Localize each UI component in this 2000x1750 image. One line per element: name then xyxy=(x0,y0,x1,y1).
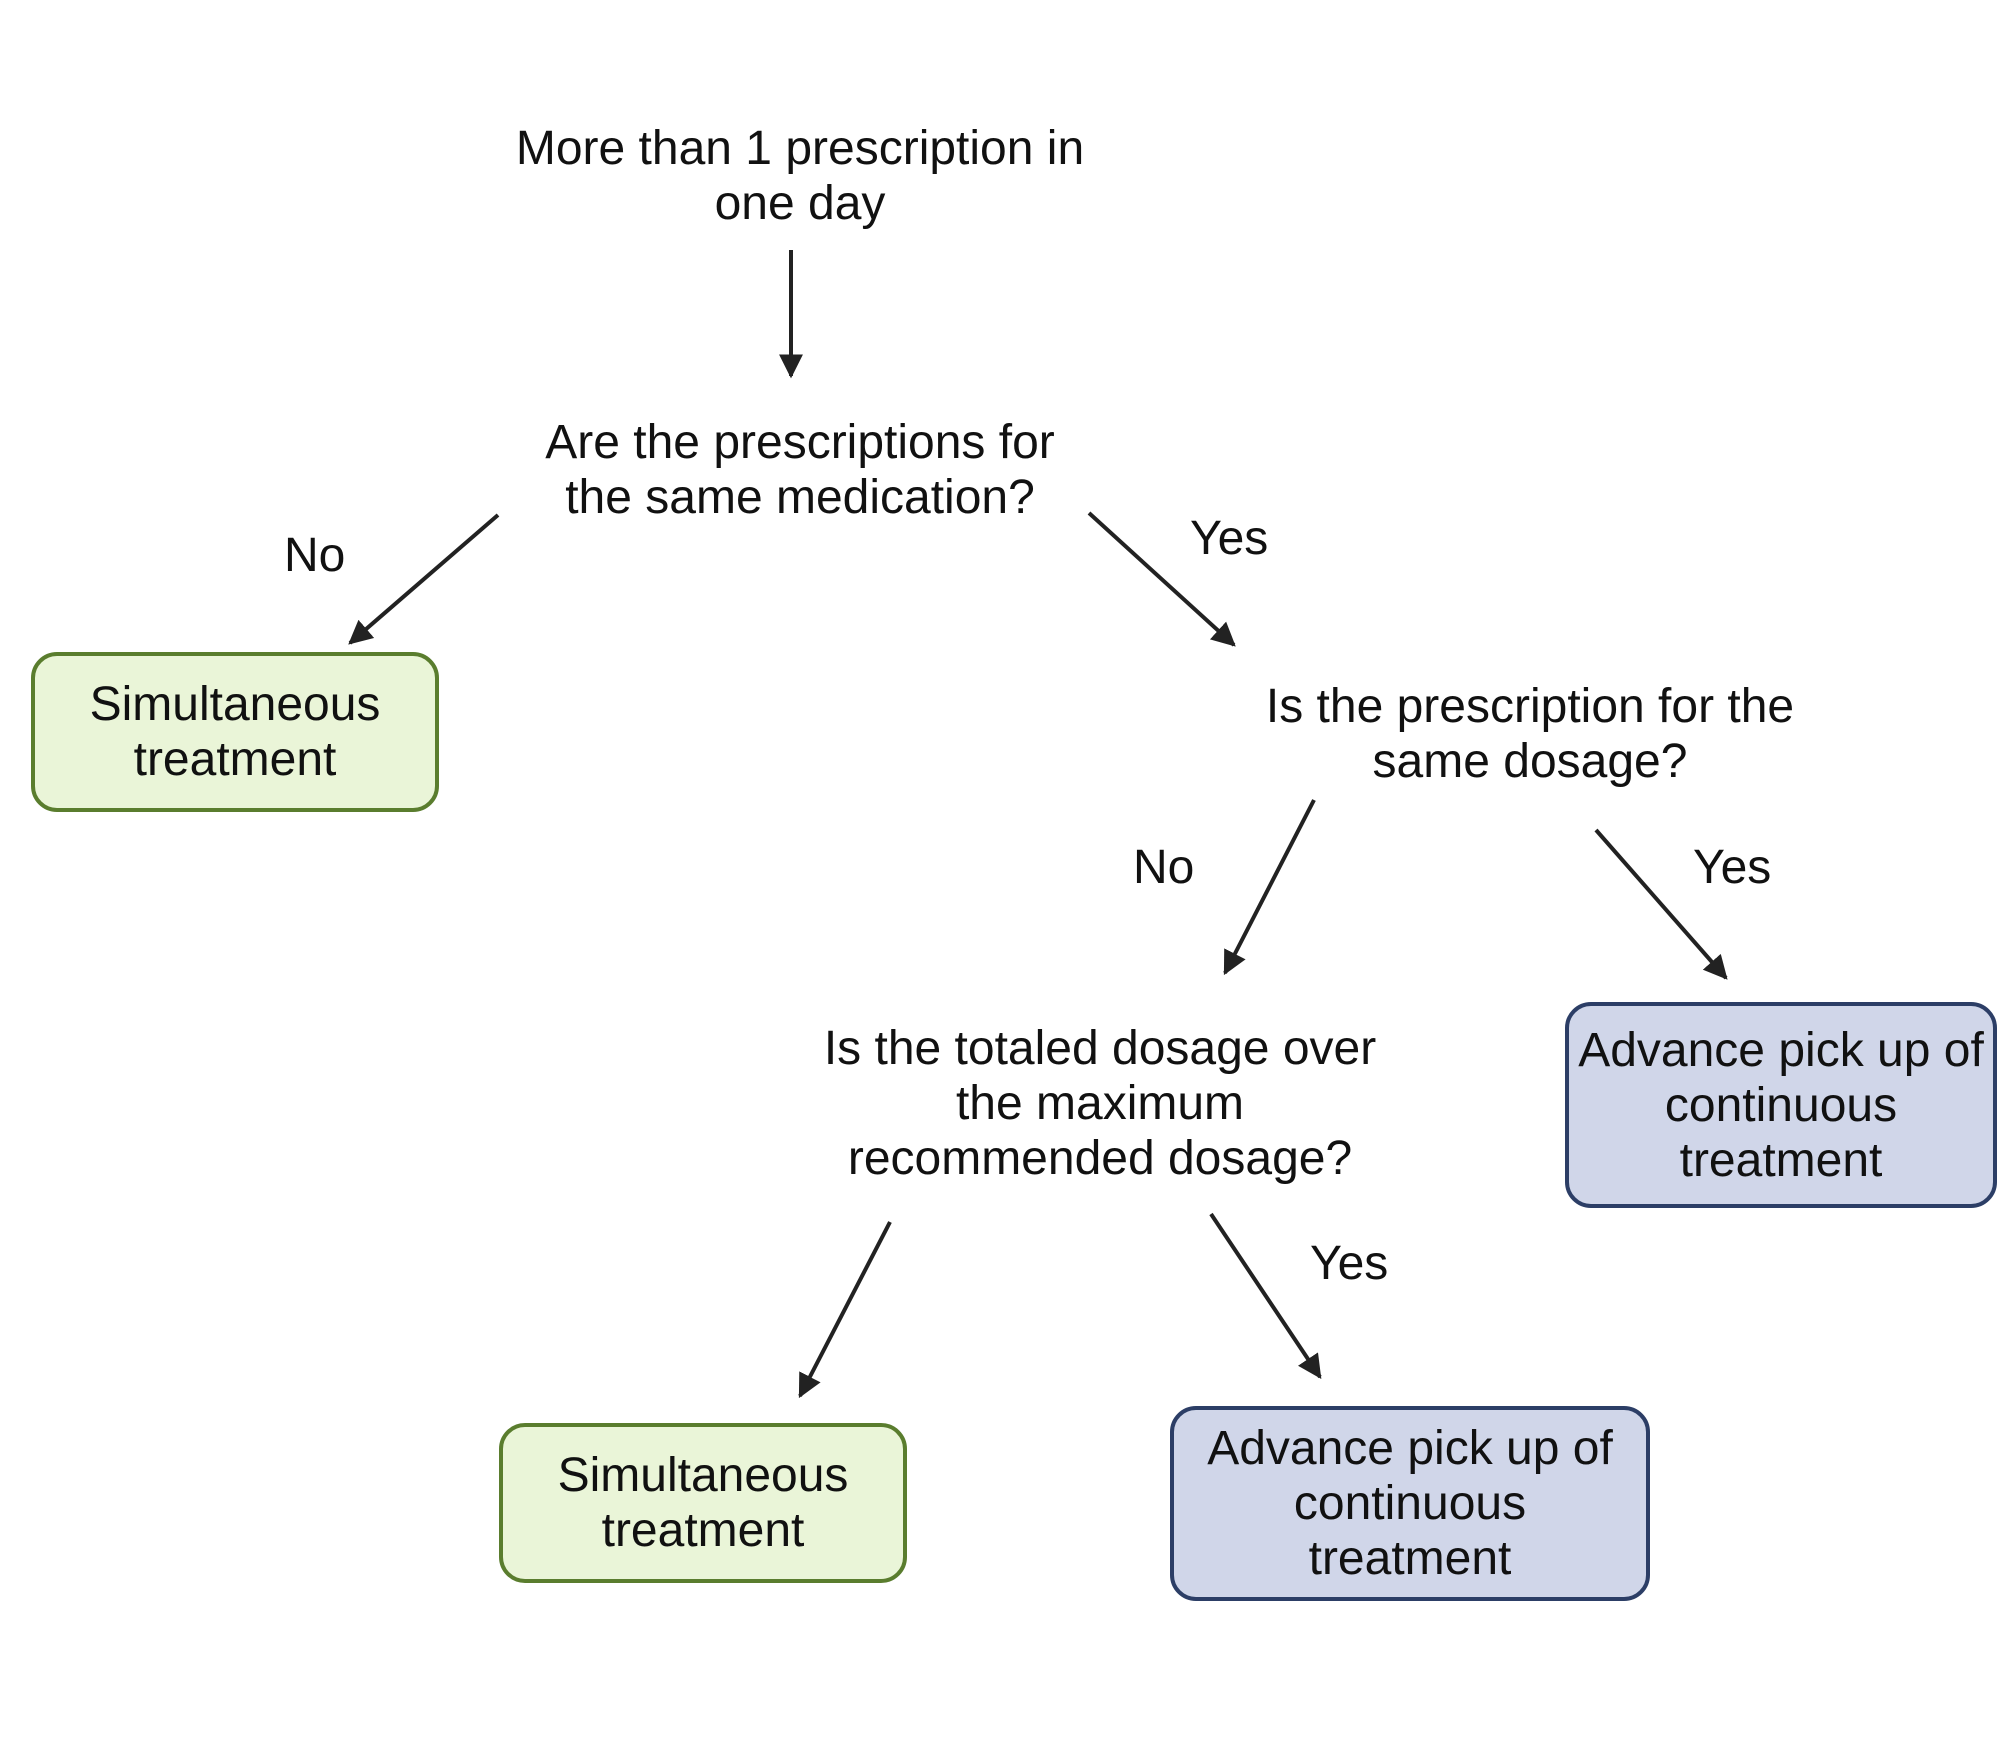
edge-label-medication-yes: Yes xyxy=(1190,512,1269,565)
outcome-simultaneous-treatment: Simultaneous treatment xyxy=(31,652,439,812)
arrow-medication-yes xyxy=(1087,511,1236,647)
edge-label-max-yes: Yes xyxy=(1310,1237,1389,1290)
arrow-dosage-no xyxy=(1223,799,1316,976)
question-same-dosage: Is the prescription for the same dosage? xyxy=(1265,679,1795,788)
edge-label-medication-no: No xyxy=(284,529,346,582)
outcome-advance-pickup-bottom: Advance pick up of continuous treatment xyxy=(1170,1406,1650,1601)
edge-label-dosage-no: No xyxy=(1133,841,1195,894)
arrow-dosage-yes xyxy=(1594,828,1728,980)
arrow-medication-no xyxy=(348,513,500,645)
question-over-maximum: Is the totaled dosage over the maximum r… xyxy=(823,1021,1377,1185)
outcome-advance-pickup-right: Advance pick up of continuous treatment xyxy=(1565,1002,1997,1208)
arrow-max-left xyxy=(798,1221,892,1399)
arrow-max-yes xyxy=(1209,1212,1322,1379)
question-same-medication: Are the prescriptions for the same medic… xyxy=(545,415,1055,524)
outcome-simultaneous-treatment-bottom: Simultaneous treatment xyxy=(499,1423,907,1583)
start-node: More than 1 prescription in one day xyxy=(515,121,1085,230)
edge-label-dosage-yes: Yes xyxy=(1693,841,1772,894)
